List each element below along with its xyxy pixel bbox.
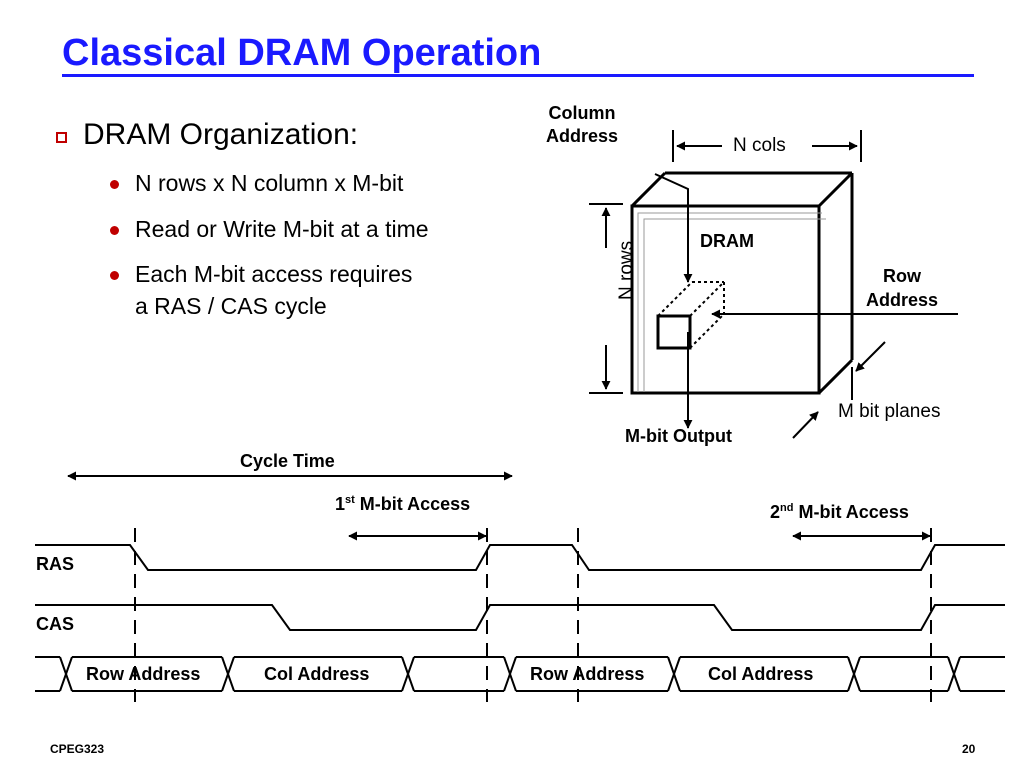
first-access-suffix: st <box>345 494 355 506</box>
second-access-text: M-bit Access <box>793 502 909 522</box>
sub-bullet-text: Each M-bit access requires a RAS / CAS c… <box>135 261 413 320</box>
ras-label: RAS <box>36 554 75 574</box>
footer-page-number: 20 <box>962 742 976 756</box>
second-access-number: 2 <box>770 502 781 522</box>
heading-text: DRAM Organization: <box>83 118 359 151</box>
sub-bullet-item: Read or Write M-bit at a time <box>110 214 429 246</box>
column-address-arrow <box>654 173 693 283</box>
first-access-label: 1st M-bit Access <box>335 494 470 515</box>
sub-bullet-item: N rows x N column x M-bit <box>110 168 429 200</box>
cas-label: CAS <box>36 614 75 634</box>
bus-segment-row-address: Row Address <box>86 664 201 684</box>
timing-waveforms <box>35 544 1005 692</box>
column-address-label: Column Address <box>546 103 619 147</box>
first-access-text: M-bit Access <box>354 494 471 514</box>
second-access-suffix: nd <box>780 502 794 514</box>
timing-guide-lines <box>134 528 932 702</box>
n-rows-dimension <box>589 203 623 394</box>
bullet-heading: DRAM Organization: <box>56 118 358 152</box>
second-access-label: 2nd M-bit Access <box>770 502 909 523</box>
slide-title: Classical DRAM Operation <box>62 32 542 74</box>
cube-front-face <box>630 204 821 395</box>
sub-bullet-text: Read or Write M-bit at a time <box>135 215 429 242</box>
dot-bullet-icon <box>110 225 119 235</box>
m-bit-planes-label: M bit planes <box>838 401 941 422</box>
bus-segment-col-address: Col Address <box>264 664 370 684</box>
cycle-time-label: Cycle Time <box>240 451 335 471</box>
n-rows-label: N rows <box>616 240 637 300</box>
bus-segment-row-address: Row Address <box>530 664 645 684</box>
m-bit-cell <box>656 281 725 350</box>
dot-bullet-icon <box>110 180 119 189</box>
cas-waveform <box>35 604 1005 631</box>
m-bit-output-label: M-bit Output <box>625 426 732 446</box>
bus-segment-col-address: Col Address <box>708 664 814 684</box>
sub-bullet-list: N rows x N column x M-bit Read or Write … <box>110 168 429 337</box>
m-bit-plane-outlines <box>637 212 826 392</box>
first-access-number: 1 <box>335 494 346 514</box>
dram-cube <box>630 171 854 395</box>
m-bit-planes-dimension <box>792 341 886 439</box>
dram-label: DRAM <box>700 231 754 251</box>
title-underline <box>62 74 974 77</box>
n-cols-label: N cols <box>733 135 786 156</box>
footer-course: CPEG323 <box>50 742 105 756</box>
ras-waveform <box>35 544 1005 571</box>
n-cols-dimension <box>672 130 862 162</box>
address-bus-waveform <box>35 656 1005 692</box>
sub-bullet-text: N rows x N column x M-bit <box>135 170 404 196</box>
dot-bullet-icon <box>110 271 119 281</box>
sub-bullet-item: Each M-bit access requires a RAS / CAS c… <box>110 259 429 322</box>
row-address-label: Row Address <box>866 266 939 311</box>
square-bullet-icon <box>56 131 67 143</box>
